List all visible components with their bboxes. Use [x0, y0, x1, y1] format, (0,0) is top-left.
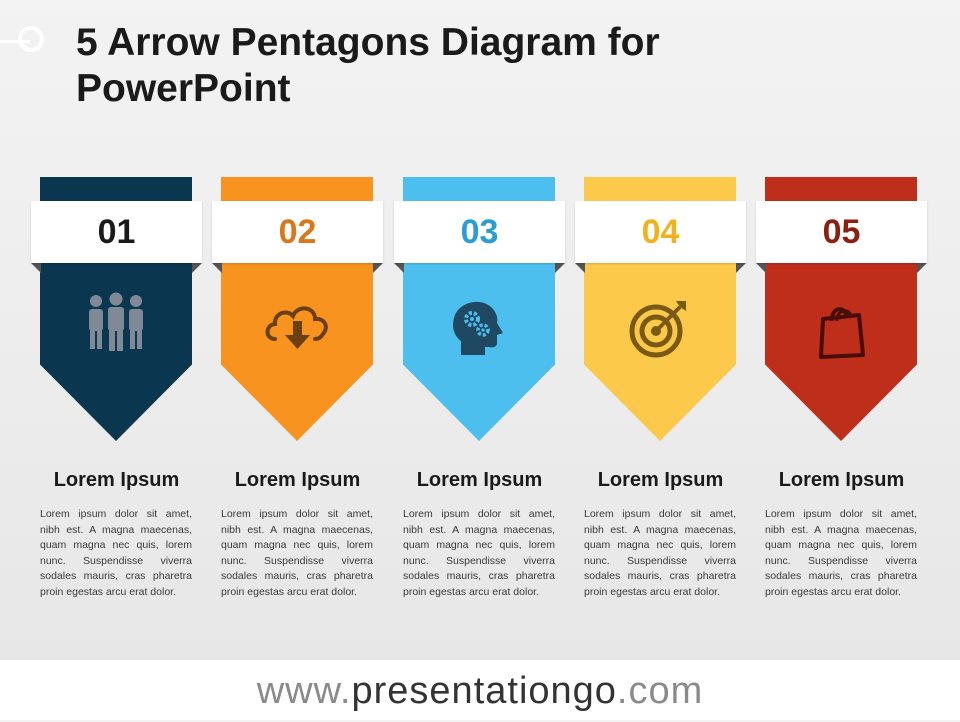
step-description: Lorem ipsum dolor sit amet, nibh est. A …	[40, 508, 192, 598]
footer-brand: presentationgo	[351, 670, 617, 712]
step-description: Lorem ipsum dolor sit amet, nibh est. A …	[221, 508, 373, 598]
step-2: 02 Lorem Ipsum Lorem ipsum dolor sit ame…	[212, 177, 394, 627]
step-heading: Lorem Ipsum	[53, 469, 180, 491]
target-arrow-icon	[620, 287, 700, 367]
pin-line	[0, 40, 30, 43]
step-description: Lorem ipsum dolor sit amet, nibh est. A …	[403, 508, 555, 598]
step-description: Lorem ipsum dolor sit amet, nibh est. A …	[584, 508, 736, 598]
step-heading: Lorem Ipsum	[234, 469, 361, 491]
step-5: 05 Lorem Ipsum Lorem ipsum dolor sit ame…	[756, 177, 938, 627]
banner-fold-left	[575, 263, 585, 273]
people-group-icon	[76, 287, 156, 367]
step-number: 01	[97, 212, 136, 251]
footer-url[interactable]: www.presentationgo.com	[257, 670, 704, 712]
banner-fold-left	[756, 263, 766, 273]
banner-fold-right	[555, 263, 565, 273]
head-gears-icon	[439, 287, 519, 367]
step-description: Lorem ipsum dolor sit amet, nibh est. A …	[765, 508, 917, 598]
banner-fold-right	[736, 263, 746, 273]
footer-prefix: www.	[256, 670, 352, 712]
step-number: 04	[641, 212, 680, 251]
number-banner: 02	[212, 201, 383, 263]
shopping-bag-icon	[801, 287, 881, 367]
banner-fold-right	[373, 263, 383, 273]
banner-fold-right	[917, 263, 927, 273]
banner-fold-left	[31, 263, 41, 273]
number-banner: 04	[575, 201, 746, 263]
number-banner: 05	[756, 201, 927, 263]
step-number: 02	[278, 212, 317, 251]
footer-suffix: .com	[616, 670, 704, 712]
step-heading: Lorem Ipsum	[778, 469, 905, 491]
step-number: 05	[822, 212, 861, 251]
page-title: 5 Arrow Pentagons Diagram for PowerPoint	[76, 21, 660, 110]
step-1: 01 Lorem Ipsum Lorem ipsum dolor sit ame…	[31, 177, 213, 627]
step-heading: Lorem Ipsum	[416, 469, 543, 491]
cloud-download-icon	[257, 287, 337, 367]
step-number: 03	[460, 212, 499, 251]
banner-fold-left	[212, 263, 222, 273]
step-3: 03 Lorem Ipsum Lorem ipsum dolor sit ame…	[394, 177, 576, 627]
banner-fold-right	[192, 263, 202, 273]
step-heading: Lorem Ipsum	[597, 469, 724, 491]
pin-ring-icon	[18, 26, 44, 52]
number-banner: 03	[394, 201, 565, 263]
footer: www.presentationgo.com	[0, 660, 960, 720]
banner-fold-left	[394, 263, 404, 273]
title-bar: 5 Arrow Pentagons Diagram for PowerPoint	[0, 0, 960, 150]
number-banner: 01	[31, 201, 202, 263]
step-4: 04 Lorem Ipsum Lorem ipsum dolor sit ame…	[575, 177, 757, 627]
